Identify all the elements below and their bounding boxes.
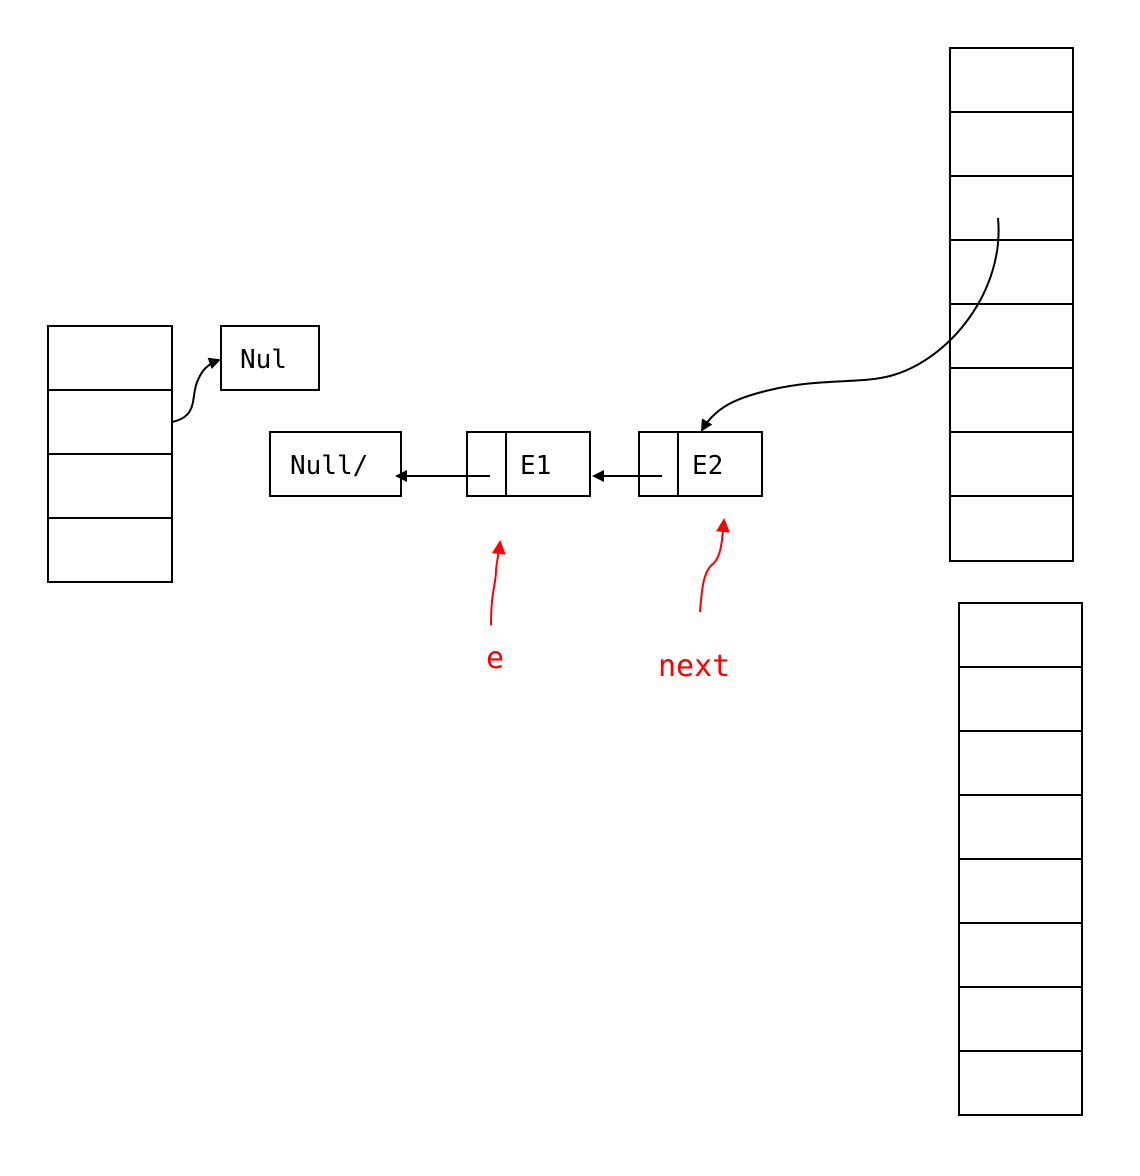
e2-label: E2 [692, 451, 723, 481]
right-top-slot-1 [949, 111, 1074, 177]
left-slot-3 [47, 517, 173, 583]
right-bottom-slot-0 [958, 602, 1083, 668]
left-slot-1 [47, 389, 173, 455]
e-pointer-arrow [490, 540, 506, 626]
right-top-slot-6 [949, 431, 1074, 497]
right-bottom-slot-1 [958, 666, 1083, 732]
right-bottom-slot-2 [958, 730, 1083, 796]
right-top-slot-3 [949, 239, 1074, 305]
right-slot-to-e2-arrow [700, 217, 1000, 432]
right-bottom-slot-3 [958, 794, 1083, 860]
nul-node-label: Nul [240, 345, 287, 375]
right-top-slot-4 [949, 303, 1074, 369]
right-bottom-bucket-array [958, 602, 1083, 1116]
right-top-slot-5 [949, 367, 1074, 433]
right-top-bucket-array [949, 47, 1074, 562]
null-node-label: Null/ [290, 451, 368, 481]
e-pointer-label: e [486, 641, 504, 676]
right-bottom-slot-4 [958, 858, 1083, 924]
next-pointer-label: next [658, 649, 730, 684]
entry-node-e2: E2 [638, 431, 763, 497]
next-pointer-arrow [699, 518, 730, 613]
right-bottom-slot-7 [958, 1050, 1083, 1116]
nul-node: Nul [220, 325, 320, 391]
right-top-slot-0 [949, 47, 1074, 113]
right-top-slot-2 [949, 175, 1074, 241]
entry-node-e1: E1 [466, 431, 591, 497]
left-slot-0 [47, 325, 173, 391]
right-top-slot-7 [949, 495, 1074, 562]
left-slot-to-nul-arrow [171, 357, 221, 423]
right-bottom-slot-6 [958, 986, 1083, 1052]
left-bucket-array [47, 325, 173, 583]
e1-label: E1 [520, 451, 551, 481]
right-bottom-slot-5 [958, 922, 1083, 988]
left-slot-2 [47, 453, 173, 519]
null-node: Null/ [269, 431, 402, 497]
